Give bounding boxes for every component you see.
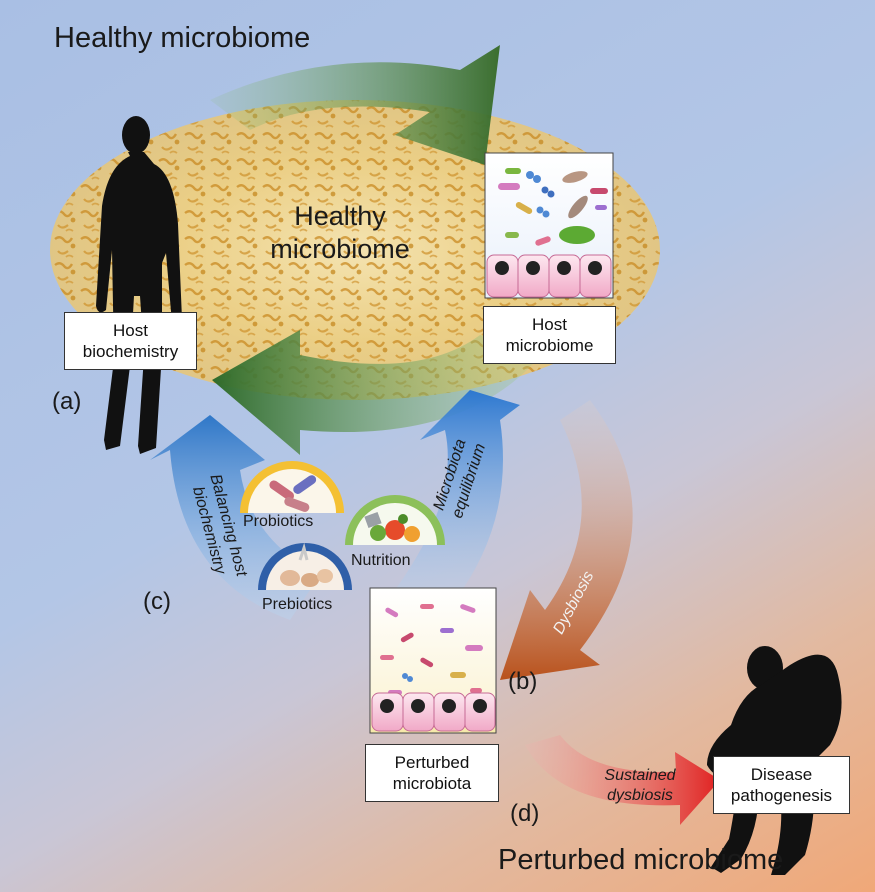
cloud-label-line2: microbiome xyxy=(270,234,410,264)
perturbed-microbiota-line1: Perturbed xyxy=(394,753,470,772)
perturbed-microbiota-box: Perturbed microbiota xyxy=(365,744,499,802)
nutrition-label: Nutrition xyxy=(351,552,411,569)
perturbed-epithelial-cells xyxy=(371,692,496,732)
disease-pathogenesis-line2: pathogenesis xyxy=(730,786,833,805)
perturbed-bacteria xyxy=(380,604,483,695)
capsule-icon xyxy=(269,475,317,512)
host-biochemistry-line1: Host xyxy=(113,321,148,340)
perturbed-microbiota-line2: microbiota xyxy=(392,774,472,793)
sustained-dysbiosis-label: Sustained dysbiosis xyxy=(585,766,695,806)
cloud-label-line1: Healthy xyxy=(294,201,386,231)
dysbiosis-arrow xyxy=(500,400,633,680)
green-arrow-top xyxy=(210,45,500,165)
label-d: (d) xyxy=(510,800,540,827)
green-arrow-bottom xyxy=(212,330,545,455)
healthy-epithelial-cells xyxy=(486,254,612,298)
host-microbiome-line1: Host xyxy=(532,315,567,334)
blue-arrow-equilibrium xyxy=(395,390,520,600)
title-healthy-microbiome: Healthy microbiome xyxy=(54,22,311,54)
host-microbiome-line2: microbiome xyxy=(505,336,594,355)
perturbed-gut-panel xyxy=(369,587,497,734)
host-microbiome-box: Host microbiome xyxy=(483,306,616,364)
nutrition-badge xyxy=(345,495,445,545)
probiotics-badge xyxy=(240,461,344,513)
sustained-line2: dysbiosis xyxy=(607,787,673,804)
label-b: (b) xyxy=(508,668,538,695)
disease-pathogenesis-line1: Disease xyxy=(750,765,813,784)
label-a: (a) xyxy=(52,388,82,415)
prebiotics-label: Prebiotics xyxy=(262,596,333,613)
disease-pathogenesis-box: Disease pathogenesis xyxy=(713,756,850,814)
root-vegetable-icon xyxy=(280,542,333,587)
healthy-gut-panel xyxy=(484,152,614,299)
healthy-person-silhouette xyxy=(96,116,182,454)
label-c: (c) xyxy=(143,588,171,615)
cloud-label: Healthy microbiome xyxy=(240,200,440,266)
vegetables-icon xyxy=(364,511,420,542)
prebiotics-badge xyxy=(258,542,352,590)
sustained-dysbiosis-arrow xyxy=(525,735,720,825)
sustained-line1: Sustained xyxy=(604,767,676,784)
host-biochemistry-line2: biochemistry xyxy=(82,342,179,361)
healthy-bacteria xyxy=(498,168,608,246)
host-biochemistry-box: Host biochemistry xyxy=(64,312,197,370)
title-perturbed-microbiome: Perturbed microbiome xyxy=(498,844,784,876)
probiotics-label: Probiotics xyxy=(243,513,314,530)
